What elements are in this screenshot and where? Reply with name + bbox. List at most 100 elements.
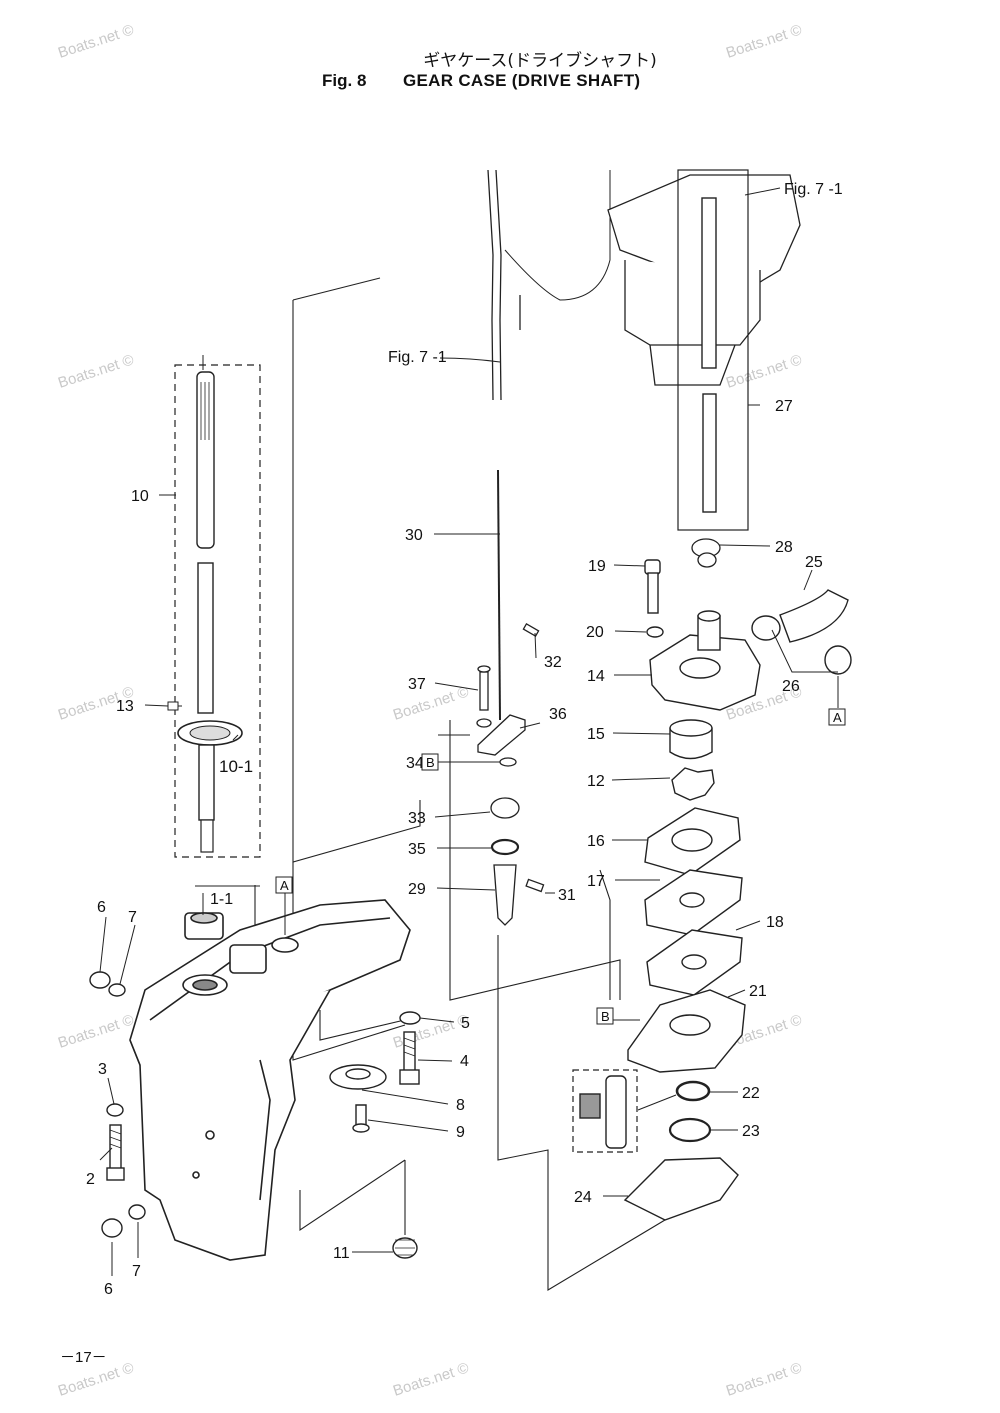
callout-33: 33 (408, 810, 426, 827)
callout-22: 22 (742, 1085, 760, 1102)
callout-16: 16 (587, 833, 605, 850)
watermark: Boats.net © (724, 1359, 804, 1399)
drive-shaft-assembly (167, 355, 261, 858)
callout-30: 30 (405, 527, 423, 544)
figure-title: GEAR CASE (DRIVE SHAFT) (403, 71, 641, 90)
callout-15: 15 (587, 726, 605, 743)
o-ring-34 (499, 757, 517, 767)
drive-shaft-upper (196, 371, 215, 549)
o-ring-35 (490, 838, 520, 856)
plate-36 (477, 714, 526, 756)
callout-34: 34 (406, 755, 424, 772)
washer-5 (399, 1011, 421, 1025)
grommet-26a (751, 615, 781, 641)
grommet-32 (522, 623, 540, 637)
callout-6a: 6 (97, 899, 106, 916)
callout-6b: 6 (104, 1281, 113, 1298)
detail-frame (572, 1069, 638, 1153)
callout-27: 27 (775, 398, 793, 415)
figure-number: Fig. 8 (322, 71, 367, 90)
washer-20 (646, 626, 664, 638)
callout-37: 37 (408, 676, 426, 693)
seal-22 (675, 1080, 711, 1102)
callout-19: 19 (588, 558, 606, 575)
callout-4: 4 (460, 1053, 469, 1070)
callout-12: 12 (587, 773, 605, 790)
drive-shaft-upper-frame (677, 169, 749, 531)
title-japanese: ギヤケース(ドライブシャフト) (423, 51, 657, 71)
box-a-right: A (833, 710, 842, 725)
callout-1-1: 1-1 (210, 891, 233, 908)
hose-25 (779, 589, 849, 643)
rubber-33 (490, 797, 520, 819)
callout-labels: 10 13 10-1 1-1 6 7 3 2 6 7 5 4 8 9 11 30… (86, 181, 843, 1298)
assembly-guide-lines (254, 277, 691, 1291)
callout-35: 35 (408, 841, 426, 858)
callout-17: 17 (587, 873, 605, 890)
callout-9: 9 (456, 1124, 465, 1141)
callout-2: 2 (86, 1171, 95, 1188)
callout-21: 21 (749, 983, 767, 1000)
drive-shaft-lower (197, 562, 214, 714)
watermark: Boats.net © (56, 21, 136, 61)
drive-shaft-dashed-frame (174, 364, 261, 858)
callout-29: 29 (408, 881, 426, 898)
callout-31: 31 (558, 887, 576, 904)
grommet-31 (525, 878, 545, 893)
bolt-19-head (644, 559, 661, 575)
callout-8: 8 (456, 1097, 465, 1114)
water-tube-assembly (476, 169, 611, 926)
impeller-12 (671, 767, 715, 801)
watermark: Boats.net © (56, 1011, 136, 1051)
callout-36: 36 (549, 706, 567, 723)
callout-5: 5 (461, 1015, 470, 1032)
gasket-24 (623, 1157, 739, 1221)
washer-7b (128, 1204, 146, 1220)
pin-detail (605, 1075, 627, 1149)
watermark: Boats.net © (724, 351, 804, 391)
box-b-right: B (601, 1009, 610, 1024)
reference-boxes: A A B B (275, 708, 846, 1025)
callout-25: 25 (805, 554, 823, 571)
leader-lines (99, 187, 839, 1276)
fasteners-left (89, 971, 421, 1259)
callout-28: 28 (775, 539, 793, 556)
callout-7a: 7 (128, 909, 137, 926)
nut-6a (89, 971, 111, 989)
watermark: Boats.net © (56, 351, 136, 391)
callout-10-1: 10-1 (219, 757, 253, 776)
water-pump (572, 559, 852, 1221)
bolt-37 (479, 671, 489, 711)
upper-housing (607, 169, 801, 568)
washer-3 (106, 1103, 124, 1117)
gear-case-housing (129, 899, 411, 1261)
callout-13: 13 (116, 698, 134, 715)
bolt-19 (647, 572, 659, 614)
grommet-26b (824, 645, 852, 675)
callout-20: 20 (586, 624, 604, 641)
fig-reference-mid: Fig. 7 -1 (388, 349, 447, 366)
washer-7a (108, 983, 126, 997)
callout-7b: 7 (132, 1263, 141, 1280)
callout-11: 11 (333, 1245, 350, 1262)
nut-6b (101, 1218, 123, 1238)
watermark: Boats.net © (724, 21, 804, 61)
box-a-left: A (280, 878, 289, 893)
callout-24: 24 (574, 1189, 592, 1206)
callout-26: 26 (782, 678, 800, 695)
o-ring-23 (668, 1117, 712, 1143)
page-number: －17－ (60, 1349, 107, 1366)
tube-29 (493, 864, 517, 926)
box-b-center: B (426, 755, 435, 770)
callout-3: 3 (98, 1061, 107, 1078)
callout-23: 23 (742, 1123, 760, 1140)
callout-10: 10 (131, 488, 149, 505)
callout-18: 18 (766, 914, 784, 931)
fig-reference-top: Fig. 7 -1 (784, 181, 843, 198)
bolt-4 (403, 1031, 416, 1073)
callout-14: 14 (587, 668, 605, 685)
callout-32: 32 (544, 654, 562, 671)
watermark: Boats.net © (391, 1359, 471, 1399)
